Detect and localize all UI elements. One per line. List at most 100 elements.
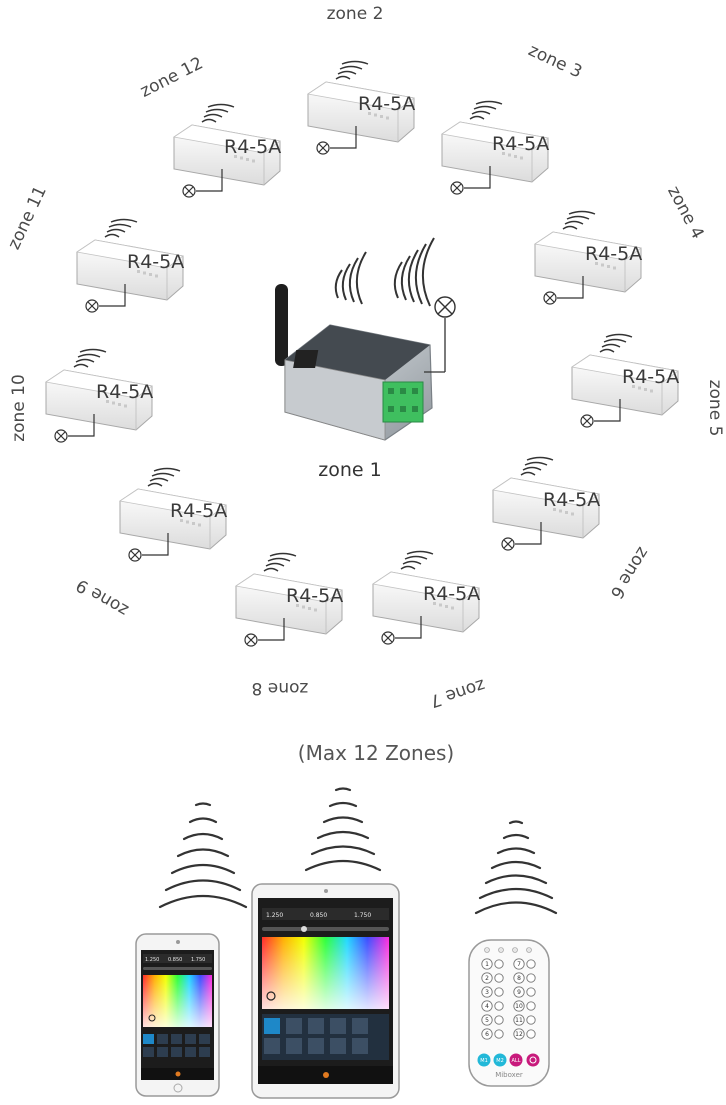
remote-mode-button[interactable]: ALL: [509, 1053, 523, 1067]
remote-zone-button[interactable]: 8: [513, 972, 536, 984]
receiver-model-label: R4-5A: [358, 93, 415, 115]
receiver-unit: R4-5A: [118, 467, 227, 562]
receiver-model-label: R4-5A: [492, 133, 549, 155]
lamp-icon: [244, 633, 258, 647]
remote-zone-button[interactable]: 11: [513, 1014, 536, 1026]
phone-value-3: 1.750: [191, 957, 205, 963]
remote-mode-button[interactable]: M2: [493, 1053, 507, 1067]
svg-text:9: 9: [517, 989, 521, 996]
remote-mode-button[interactable]: M1: [477, 1053, 491, 1067]
phone-slider[interactable]: [143, 967, 212, 970]
lamp-icon: [580, 414, 594, 428]
zone-label: zone 4: [663, 183, 707, 243]
zone-label: zone 10: [9, 374, 29, 442]
signal-waves-icon: [469, 100, 503, 120]
receiver-unit: R4-5A: [44, 348, 153, 443]
svg-text:3: 3: [485, 989, 489, 996]
lamp-icon: [85, 299, 99, 313]
svg-text:7: 7: [517, 961, 521, 968]
svg-text:ALL: ALL: [512, 1058, 521, 1064]
lamp-icon: [543, 291, 557, 305]
remote-zone-button[interactable]: 3: [481, 986, 504, 998]
signal-waves-icon: [73, 348, 107, 368]
lamp-icon: [54, 429, 68, 443]
remote-brand: Miboxer: [495, 1071, 523, 1079]
receiver-unit: R4-5A: [440, 100, 549, 195]
tablet-signal-waves-icon: [304, 787, 382, 872]
tablet-slider[interactable]: [262, 927, 389, 931]
svg-text:5: 5: [485, 1017, 489, 1024]
svg-text:2: 2: [485, 975, 489, 982]
remote-zone-button[interactable]: 9: [513, 986, 536, 998]
remote-zone-button[interactable]: 1: [481, 958, 504, 970]
svg-text:12: 12: [515, 1031, 523, 1038]
signal-waves-icon: [201, 103, 235, 123]
svg-text:11: 11: [515, 1017, 523, 1024]
tablet-value-2: 0.850: [310, 912, 327, 919]
svg-text:4: 4: [485, 1003, 489, 1010]
lamp-icon: [316, 141, 330, 155]
antenna-icon: [275, 284, 288, 366]
signal-waves-icon: [400, 550, 434, 570]
receiver-unit: R4-5A: [234, 552, 343, 647]
svg-text:8: 8: [517, 975, 521, 982]
receiver-unit: R4-5A: [75, 218, 184, 313]
zone-label: zone 11: [4, 183, 51, 253]
lamp-icon: [501, 537, 515, 551]
signal-waves-icon: [334, 237, 435, 307]
receiver-model-label: R4-5A: [423, 583, 480, 605]
svg-text:6: 6: [485, 1031, 489, 1038]
zone-label: zone 12: [137, 53, 206, 102]
signal-waves-icon: [335, 60, 369, 80]
remote-zone-button[interactable]: 5: [481, 1014, 504, 1026]
remote-power-button[interactable]: [526, 1053, 540, 1067]
smartphone: 1.250 0.850 1.750: [135, 933, 220, 1097]
remote-zone-button[interactable]: 2: [481, 972, 504, 984]
lamp-icon: [381, 631, 395, 645]
phone-value-2: 0.850: [168, 957, 182, 963]
lamp-icon: [450, 181, 464, 195]
receiver-model-label: R4-5A: [224, 136, 281, 158]
signal-waves-icon: [562, 210, 596, 230]
receiver-model-label: R4-5A: [622, 366, 679, 388]
remote-zone-button[interactable]: 6: [481, 1028, 504, 1040]
zone-label: zone 5: [705, 380, 725, 437]
receiver-unit: R4-5A: [491, 456, 600, 551]
remote-signal-waves-icon: [474, 820, 558, 915]
svg-text:M2: M2: [496, 1058, 504, 1064]
remote-zone-button[interactable]: 7: [513, 958, 536, 970]
zone-label: zone 6: [606, 543, 653, 602]
remote-zone-button[interactable]: 10: [513, 1000, 536, 1012]
controllers: 1.250 0.850 1.750: [135, 787, 558, 1099]
zone-label: zone 8: [252, 678, 309, 698]
phone-signal-waves-icon: [158, 802, 248, 909]
receiver-model-label: R4-5A: [127, 251, 184, 273]
zone-label: zone 7: [427, 674, 487, 711]
receiver-unit: R4-5A: [570, 333, 679, 428]
lamp-icon: [434, 296, 456, 318]
max-zones-caption: (Max 12 Zones): [298, 741, 454, 765]
receiver-model-label: R4-5A: [286, 585, 343, 607]
svg-text:1: 1: [485, 961, 489, 968]
receiver-model-label: R4-5A: [585, 243, 642, 265]
tablet-value-3: 1.750: [354, 912, 371, 919]
zone-label: zone 9: [73, 574, 132, 620]
lamp-icon: [128, 548, 142, 562]
signal-waves-icon: [263, 552, 297, 572]
receiver-unit: R4-5A: [371, 550, 480, 645]
hub-zone-label: zone 1: [318, 459, 381, 481]
svg-text:10: 10: [515, 1003, 523, 1010]
tablet-value-1: 1.250: [266, 912, 283, 919]
wifi-controller-hub: zone 1: [275, 237, 456, 481]
receiver-model-label: R4-5A: [543, 489, 600, 511]
signal-waves-icon: [599, 333, 633, 353]
signal-waves-icon: [147, 467, 181, 487]
receiver-unit: R4-5A: [306, 60, 415, 155]
remote-zone-button[interactable]: 12: [513, 1028, 536, 1040]
remote-zone-button[interactable]: 4: [481, 1000, 504, 1012]
signal-waves-icon: [520, 456, 554, 476]
receiver-model-label: R4-5A: [96, 381, 153, 403]
lamp-icon: [182, 184, 196, 198]
